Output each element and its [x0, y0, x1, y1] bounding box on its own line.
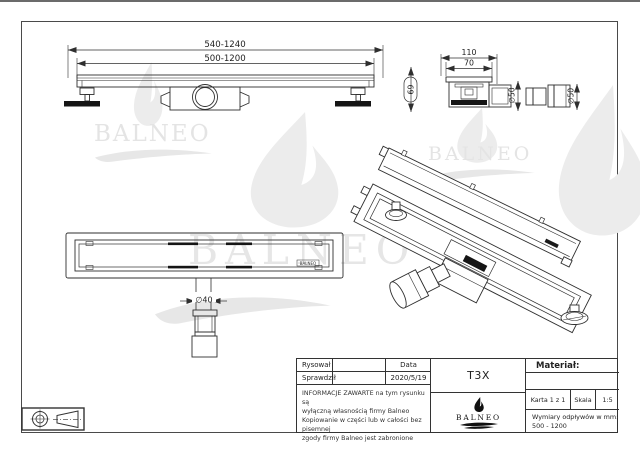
drawn-by-label: Rysował — [297, 359, 333, 372]
date-label: Data — [386, 359, 431, 372]
checked-by-label: Sprawdził — [297, 372, 336, 385]
watermark-text: BALNEO — [94, 121, 211, 147]
dim-drain-length: 500-1200 — [204, 54, 245, 64]
disclaimer-line: wyłączną własnością firmy Balneo — [302, 408, 410, 415]
model-code: T3X — [431, 359, 526, 393]
title-block-left — [297, 359, 431, 432]
watermark-text: BALNEO — [428, 143, 533, 165]
note-line: Wymiary odpływów w mm: — [532, 413, 619, 421]
scale-value: 1:5 — [596, 390, 619, 410]
checked-by-value — [333, 372, 386, 385]
end-view: 110 70 69 ∅50 — [403, 48, 580, 112]
projection-symbol — [21, 407, 85, 431]
iso-view — [350, 145, 592, 334]
dim-70: 70 — [464, 59, 474, 68]
dim-pipe-diameter: ∅50 — [567, 88, 576, 104]
material-value — [526, 373, 619, 390]
material-label: Materiał: — [526, 359, 619, 373]
drain-dimensions-note: Wymiary odpływów w mm: 500 - 1200 — [526, 410, 619, 432]
disclaimer-line: zgody firmy Balneo jest zabronione — [302, 435, 414, 442]
dim-outlet-diameter: ∅40 — [195, 296, 212, 305]
scale-label: Skala — [571, 390, 596, 410]
note-line: 500 - 1200 — [532, 422, 567, 430]
disclaimer-line: Kopiowanie w części lub w całości bez pi… — [302, 417, 422, 433]
grate-brand-label: BALNEO — [300, 261, 316, 266]
dim-110: 110 — [462, 48, 477, 57]
scan-edge — [0, 0, 640, 2]
balneo-logo-text: BALNEO — [456, 412, 501, 422]
dim-total-length: 540-1240 — [204, 40, 245, 50]
dim-69: 69 — [406, 85, 415, 95]
disclaimer-line: INFORMACJE ZAWARTE na tym rysunku są — [302, 390, 425, 406]
balneo-logo-wave — [459, 422, 498, 429]
sheet-number: Karta 1 z 1 — [526, 390, 571, 410]
title-block-center — [431, 359, 526, 432]
balneo-flame-icon — [473, 396, 484, 412]
title-block: Rysował Data Sprawdził 2020/5/19 INFORMA… — [296, 358, 619, 442]
drawn-by-value — [333, 359, 386, 372]
copyright-disclaimer: INFORMACJE ZAWARTE na tym rysunku są wył… — [297, 385, 431, 442]
dim-flange-diameter: ∅50 — [508, 87, 517, 103]
date-value: 2020/5/19 — [386, 372, 431, 385]
side-view: 540-1240 500-1200 — [64, 40, 384, 111]
plan-view: BALNEO ∅40 — [65, 232, 344, 358]
balneo-logo: BALNEO — [431, 393, 526, 432]
